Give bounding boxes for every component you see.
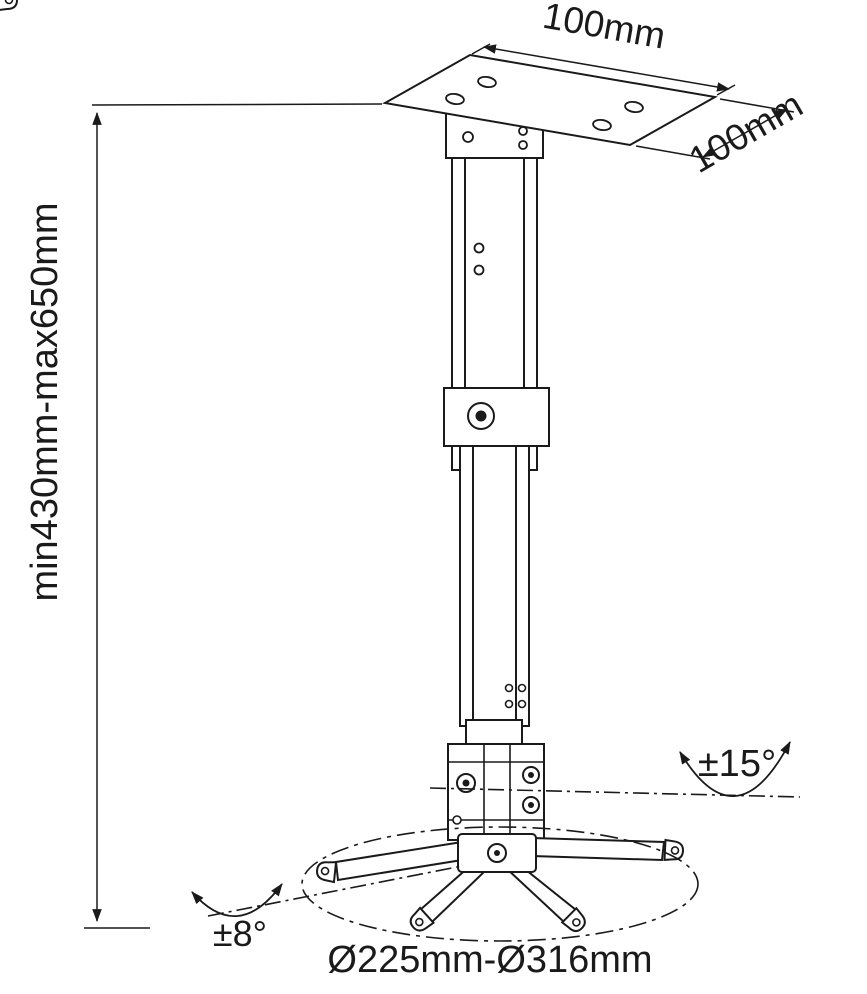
clamp-knob	[443, 387, 550, 447]
height-dimension-line	[84, 103, 383, 929]
rotation-angle-label: ±8°	[213, 913, 267, 954]
tilt-bracket	[447, 719, 545, 841]
tilt-axis-line	[429, 787, 801, 798]
rotation-angle-arc	[191, 883, 283, 917]
tilt-angle-arc	[679, 741, 791, 797]
telescopic-column-inner	[459, 445, 530, 727]
ceiling-plate	[382, 53, 718, 150]
bracket-bolt-holes	[462, 126, 528, 150]
plate-depth-dimension-line	[635, 98, 795, 160]
base-diameter-label: Ø225mm-Ø316mm	[327, 939, 652, 981]
spider-base	[0, 0, 685, 937]
plate-width-label: 100mm	[540, 0, 669, 57]
tilt-angle-label: ±15°	[698, 743, 776, 785]
plate-width-dimension-line	[471, 43, 736, 96]
rotation-axis-line	[207, 865, 463, 917]
height-range-label: min430mm-max650mm	[24, 202, 66, 601]
rotation-diameter-ellipse	[301, 826, 699, 942]
base-foot	[0, 0, 19, 11]
